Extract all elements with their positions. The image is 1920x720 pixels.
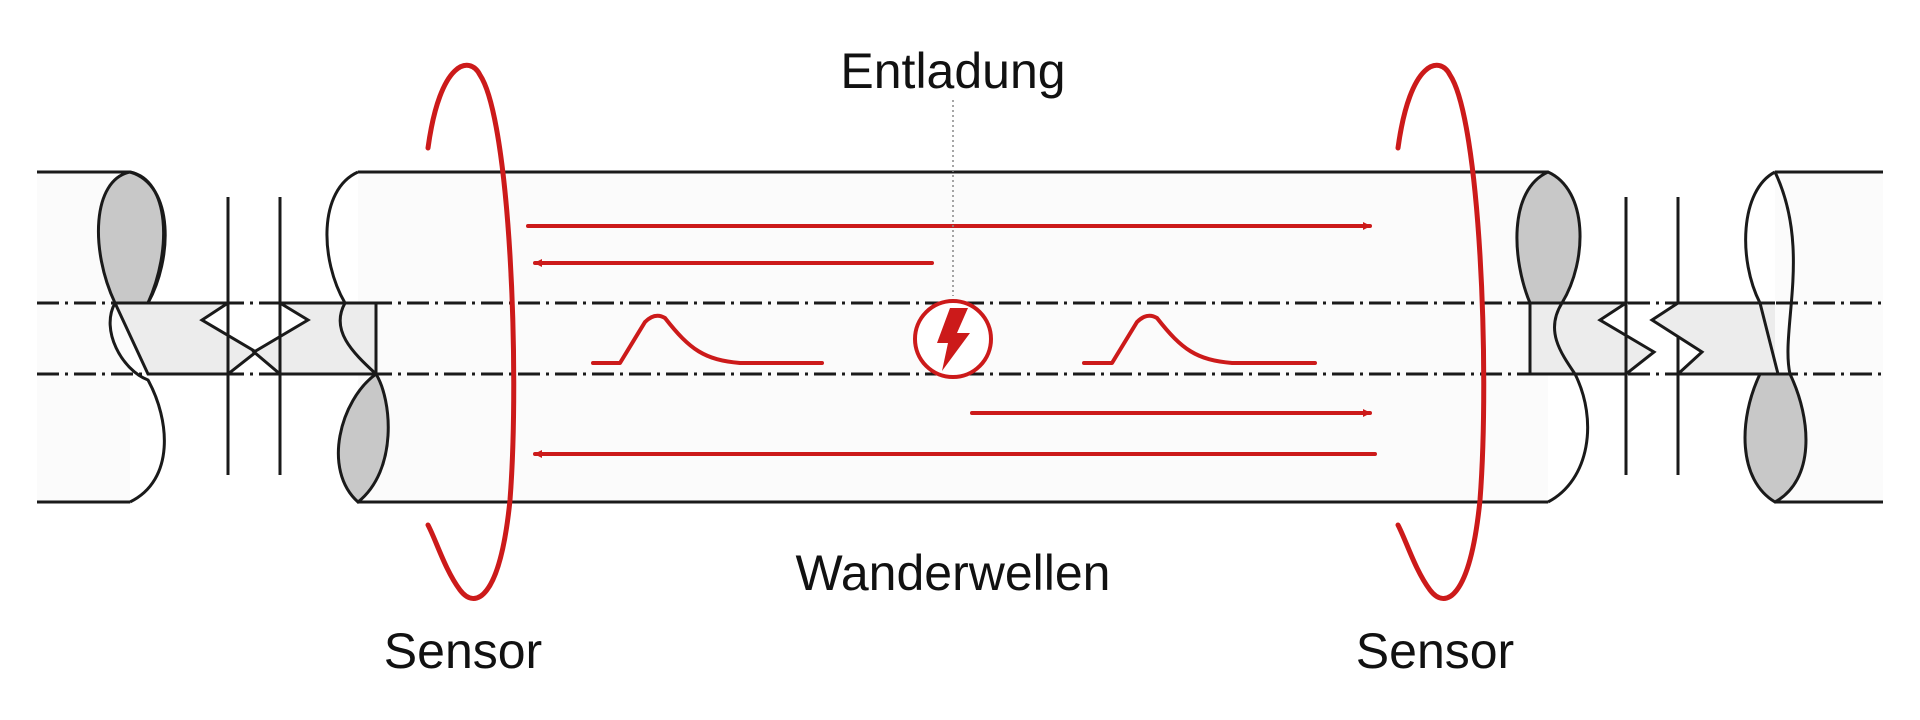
right-cable-stub <box>1649 170 1883 504</box>
discharge-label: Entladung <box>840 43 1065 99</box>
main-cable-right-cut <box>1515 170 1582 305</box>
right-stub-cut-bottom <box>1743 372 1808 504</box>
pulse-right <box>1082 313 1317 365</box>
sensor-ring-left <box>425 62 517 601</box>
main-cable-left-conductor <box>251 301 378 376</box>
pulse-left <box>591 313 824 365</box>
main-cable-right-conductor <box>1528 301 1657 376</box>
sensor-ring-right <box>1395 62 1487 601</box>
left-stub-conductor <box>112 301 259 376</box>
lightning-bolt-icon <box>913 299 993 379</box>
travelling-wave-arrows <box>526 222 1377 458</box>
left-cable-stub <box>37 170 259 504</box>
travelling-waves-label: Wanderwellen <box>796 545 1111 601</box>
sensor-left-label: Sensor <box>384 623 542 679</box>
right-stub-conductor <box>1649 301 1780 376</box>
sensor-right-label: Sensor <box>1356 623 1514 679</box>
main-cable-left-cut <box>336 371 390 504</box>
